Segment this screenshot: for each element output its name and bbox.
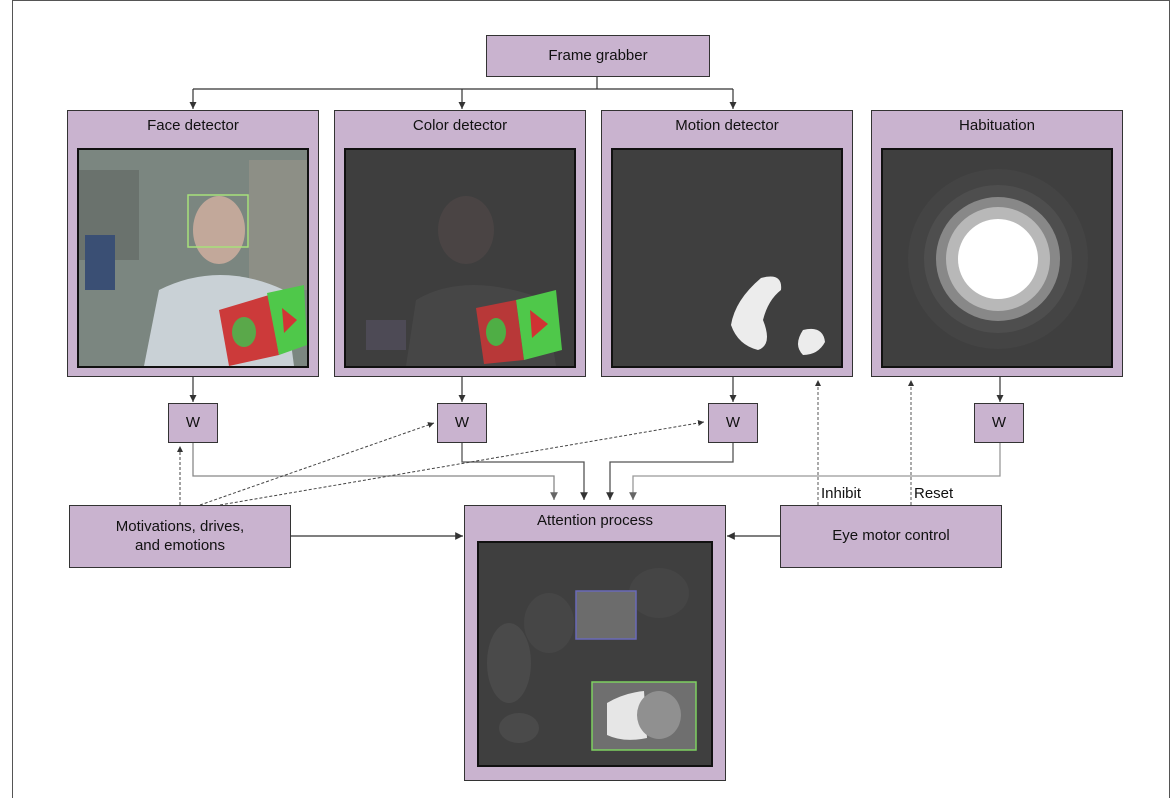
habituation-rings-image [883,150,1111,366]
weight-box-motion: W [708,403,758,443]
motion-blobs-image [613,150,841,366]
motivations-label-line2: and emotions [134,536,226,554]
motivations-box: Motivations, drives, and emotions [69,505,291,568]
face-detector-panel: Face detector [67,110,319,377]
color-detector-panel: Color detector [334,110,586,377]
inhibit-label: Inhibit [821,485,862,502]
motion-detector-title: Motion detector [675,117,779,134]
weight-box-face: W [168,403,218,443]
reset-label: Reset [914,485,954,502]
eye-motor-control-label: Eye motor control [832,527,950,545]
frame-grabber-label: Frame grabber [548,46,648,64]
motivations-label-line1: Motivations, drives, [115,517,245,535]
habituation-image [881,148,1113,368]
color-detector-image [344,148,576,368]
eye-motor-control-box: Eye motor control [780,505,1002,568]
attention-process-title: Attention process [537,512,653,529]
motion-detector-image [611,148,843,368]
weight-box-habituation: W [974,403,1024,443]
figure-frame [12,0,1170,798]
face-detector-image [77,148,309,368]
color-scene-image [346,150,574,366]
habituation-panel: Habituation [871,110,1123,377]
frame-grabber-box: Frame grabber [486,35,710,77]
attention-process-panel: Attention process [464,505,726,781]
motion-detector-panel: Motion detector [601,110,853,377]
weight-box-color: W [437,403,487,443]
habituation-title: Habituation [959,117,1035,134]
attention-map-image [479,543,711,765]
attention-process-image [477,541,713,767]
face-detector-title: Face detector [147,117,239,134]
face-scene-image [79,150,307,366]
color-detector-title: Color detector [412,117,508,134]
